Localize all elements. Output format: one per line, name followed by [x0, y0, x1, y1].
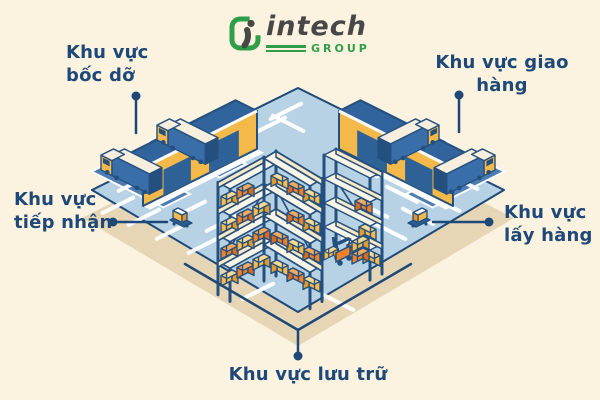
- logo-group-text: GROUP: [311, 42, 370, 55]
- dock-door: [405, 156, 433, 196]
- zone-label-receiving: Khu vực tiếp nhận: [14, 189, 113, 233]
- logo-brand-text: intech: [266, 11, 367, 42]
- forklift-icon: [323, 235, 370, 266]
- zone-connectors: [111, 93, 491, 355]
- zone-label-picking: Khu vực lấy hàng: [504, 202, 593, 246]
- dock-door: [357, 130, 387, 173]
- logo-lines: [266, 45, 306, 52]
- zone-label-delivery: Khu vực giao hàng: [435, 52, 569, 96]
- zone-label-storage: Khu vực lưu trữ: [228, 364, 388, 385]
- intech-group-logo: intech GROUP: [228, 13, 370, 54]
- zone-label-unloading: Khu vực bốc dỡ: [66, 42, 149, 86]
- dock-door: [163, 156, 191, 196]
- connector-dots: [108, 90, 494, 361]
- dock-door: [209, 130, 239, 173]
- intech-logo-icon: [229, 16, 261, 51]
